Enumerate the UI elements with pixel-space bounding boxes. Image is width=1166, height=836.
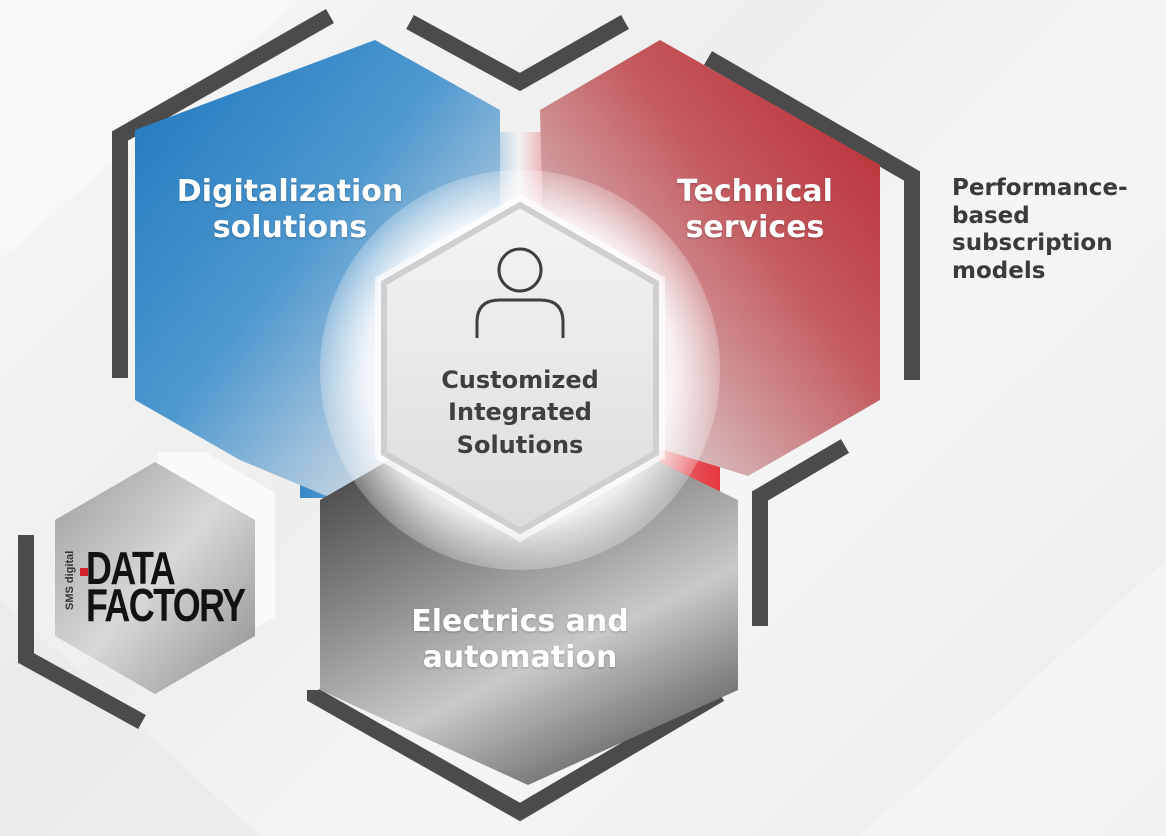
logo-brand: SMS digital: [64, 550, 76, 610]
logo-line-factory: FACTORY: [86, 578, 246, 631]
frame-left: [112, 9, 334, 378]
hex-center: [381, 201, 659, 535]
label-performance-subscription: Performance- based subscription models: [952, 175, 1128, 284]
label-electrics-automation: Electrics and automation: [411, 604, 629, 675]
person-icon: [475, 247, 565, 338]
data-factory-logo: SMS digital DATA FACTORY: [64, 542, 246, 631]
label-digitalization: Digitalization solutions: [176, 174, 404, 245]
logo-line-data: DATA: [86, 542, 176, 594]
label-technical-services: Technical services: [677, 174, 833, 245]
label-customized-solutions: Customized Integrated Solutions: [441, 366, 599, 459]
hex-logo: [55, 462, 255, 694]
